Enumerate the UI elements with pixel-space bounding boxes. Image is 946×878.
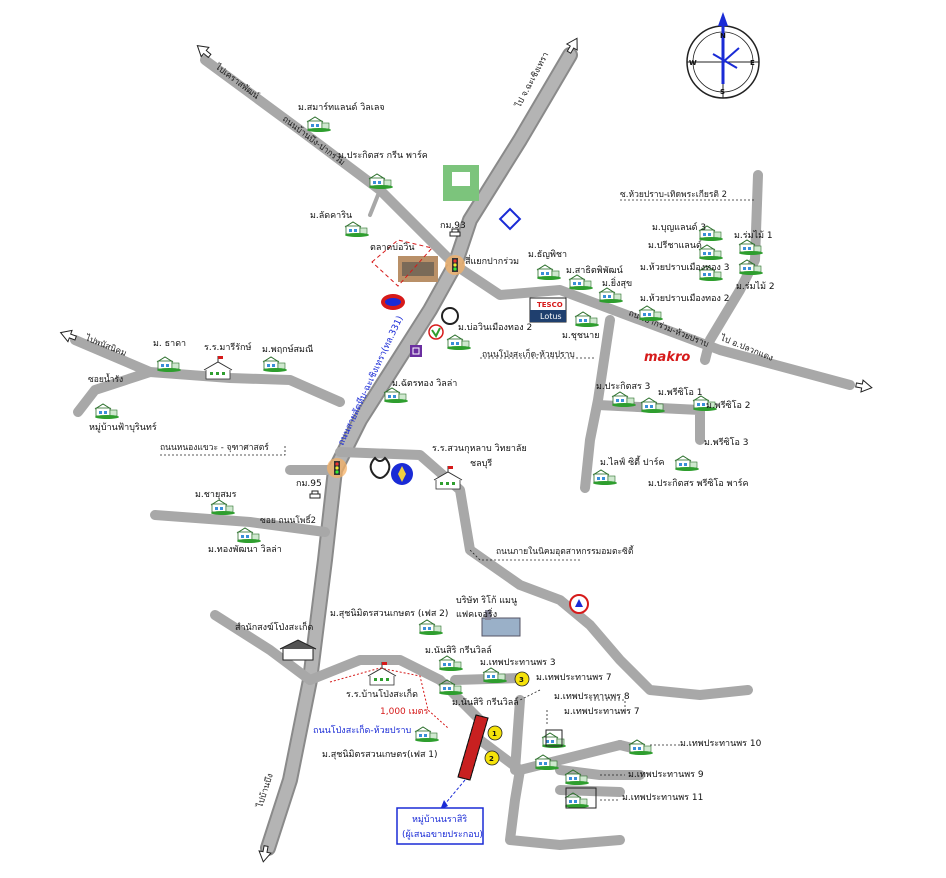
place-ricoh1: บริษัท ริโก้ แมนู — [456, 595, 517, 606]
place-chaiyasom: ม.ชายุสมร — [195, 490, 237, 500]
place-temple-office: สำนักสงฆ์โป่งสะเก็ด — [235, 620, 314, 633]
place-school-suan: ร.ร.สวนกุหลาบ วิทยาลัย — [432, 443, 527, 454]
temple-icon — [279, 639, 317, 661]
purple-logo-icon — [410, 345, 422, 357]
label-to-krasaeng: ไปเคราสพัฒน์ — [212, 61, 261, 102]
place-suchinit-phase2: ม.สุชนิมิตรสวนเกษตร (เฟส 2) — [330, 608, 448, 619]
place-labels: ม.สมาร์ทแลนด์ วิลเลจ ม.ประกิตสร กรีน พาร… — [89, 101, 775, 803]
place-theppra11: ม.เทพประทานพร 11 — [622, 793, 703, 803]
place-talat-ponwin: ตลาดบ่อวิน — [370, 242, 415, 253]
compass-rose: N S E W — [686, 12, 760, 99]
makro-logo: makro — [644, 350, 690, 365]
place-thara: ม. ธาดา — [153, 339, 186, 349]
marker-1-text: 1 — [492, 730, 497, 738]
place-distance: 1,000 เมตร — [380, 707, 428, 717]
north-arrow-icon — [718, 12, 728, 26]
road-nw — [200, 55, 460, 270]
place-theppra9: ม.เทพประทานพร 9 — [628, 770, 704, 780]
label-road-nong-chak: ถนนหนองแขวะ - จุฑาศาสตร์ — [160, 442, 269, 453]
place-pritha-land: ม.ปรีชาแลนด์ — [648, 239, 702, 251]
place-theppra10: ม.เทพประทานพร 10 — [680, 739, 762, 749]
target-name: หมู่บ้านนราสิริ — [412, 814, 467, 825]
place-prakitsorn-green: ม.ประกิตสร กรีน พาร์ค — [338, 149, 428, 161]
label-junction: สี่แยกปากร่วม — [465, 254, 519, 267]
place-mu-ban-fah: หมู่บ้านฟ้าบุรินทร์ — [89, 421, 157, 433]
label-soi-thanon-phon: ซอย ถนนโพธิ์2 — [260, 514, 316, 526]
label-road-pak-ruam: ถนนปากร่วม-ห้วยปราบ — [627, 308, 710, 350]
traffic-light-icon — [445, 255, 465, 275]
marker-2: 2 — [484, 750, 500, 766]
place-chonburi: ชลบุรี — [470, 458, 492, 469]
place-school-marisa: ร.ร.มารีรักษ์ — [204, 341, 252, 353]
place-satit-phiphat: ม.สาธิตพิพัฒน์ — [566, 264, 623, 276]
label-to-ban-bueng: ไปบ้านบึง — [254, 772, 276, 810]
place-prisi1: ม.พรีซิโอ 1 — [658, 387, 703, 398]
target-label-box: หมู่บ้านนราสิริ (ผู้เสนอขายประกอบ) — [396, 807, 484, 845]
target-plot — [439, 714, 489, 811]
place-huai-prab-mueang3: ม.ห้วยปราบเมืองทอง 3 — [640, 262, 730, 273]
place-chatthong: ม.ฉัตรทอง วิลล่า — [392, 378, 457, 389]
place-chutchai: ม.ชุชนาย — [562, 331, 600, 341]
label-soi-huai-prab: ซ.ห้วยปราบ-เทิดพระเกียรติ 2 — [620, 189, 727, 200]
place-nanthiri1: ม.นันสิริ กรีนวิลล์ — [425, 644, 492, 656]
target-note: (ผู้เสนอขายประกอบ) — [402, 829, 483, 840]
km93-marker-icon — [449, 228, 461, 237]
road-east — [450, 260, 855, 390]
marker-3: 3 — [514, 671, 530, 687]
compass-s-label: S — [720, 88, 725, 96]
label-road-pong-sw: ถนนโป่งสะเก็ด-ห้วยปราบ — [313, 723, 412, 736]
label-km95: กม.95 — [296, 479, 322, 489]
km95-marker-icon — [309, 490, 321, 499]
shell-logo-icon — [441, 307, 459, 325]
marker-3-text: 3 — [519, 676, 524, 684]
place-theppra7a: ม.เทพประทานพร 7 — [536, 673, 612, 683]
tesco-text: TESCO — [537, 301, 563, 309]
place-huai-prab-mueang2: ม.ห้วยปราบเมืองทอง 2 — [640, 293, 730, 304]
place-rom-mai2: ม.ร่มไม้ 2 — [736, 281, 775, 292]
place-prakitsorn-prisio: ม.ประกิตสร พรีซิโอ พาร์ค — [648, 477, 748, 489]
place-prakitsorn3: ม.ประกิตสร 3 — [596, 381, 650, 392]
place-theppra8: ม.เทพประทานพร 8 — [554, 692, 630, 702]
compass-w-label: W — [689, 59, 697, 67]
place-ricoh2: แฟคเจอริ่ง — [456, 607, 497, 620]
place-thongphatthana: ม.ทองพัฒนา วิลล่า — [208, 544, 282, 555]
label-soi-nam-rang: ซอยน้ำรัง — [88, 373, 123, 385]
place-lai-city: ม.ไลฟ์ ซิตี้ ปาร์ค — [600, 455, 665, 468]
bank-logo-icon — [498, 207, 522, 231]
place-rom-mai1: ม.ร่มไม้ 1 — [734, 230, 773, 241]
place-yodkhun: ม.ยิ่งสุข — [602, 276, 632, 289]
compass-e-label: E — [750, 59, 755, 67]
temple-logo-icon — [369, 456, 391, 480]
lotus-text: Lotus — [540, 312, 562, 321]
place-nanthiri2: ม.นันสิริ กรีนวิลล์ — [452, 696, 519, 708]
place-bo-win-mueang: ม.บ่อวินเมืองทอง 2 — [458, 322, 532, 333]
place-prisi3: ม.พรีซิโอ 3 — [704, 437, 749, 448]
label-km93: กม.93 — [440, 221, 466, 231]
road-pong — [305, 655, 485, 725]
marker-1: 1 — [487, 725, 503, 741]
label-road-pong-huai: ถนนโป่งสะเก็ด-ห้วยปราบ — [482, 348, 575, 360]
distance-route — [329, 667, 449, 729]
school-icon — [367, 661, 397, 686]
place-smart-land: ม.สมาร์ทแลนด์ วิลเลจ — [298, 101, 385, 113]
traffic-light-icon — [327, 458, 347, 478]
place-suchinit-phase1: ม.สุชนิมิตรสวนเกษตร(เฟส 1) — [322, 749, 438, 760]
place-prisi2: ม.พรีซิโอ 2 — [706, 400, 751, 411]
factory-icon — [481, 617, 521, 637]
marker-2-text: 2 — [489, 755, 494, 763]
place-thanya-phisut: ม.ธัญพิชา — [528, 249, 567, 260]
place-bun-land: ม.บุญแลนด์ 3 — [652, 221, 706, 233]
place-theppra3: ม.เทพประทานพร 3 — [480, 658, 556, 668]
compass-n-label: N — [720, 32, 726, 40]
place-theppra7b: ม.เทพประทานพร 7 — [564, 707, 640, 717]
place-lat-krabin: ม.ลัดคาริน — [310, 210, 352, 221]
label-road-industrial: ถนนภายในนิคมอุตสาหกรรมอมตะซิตี้ — [496, 545, 634, 557]
school-icon — [203, 355, 233, 380]
place-school-pong: ร.ร.บ้านโป่งสะเก็ด — [346, 687, 418, 700]
place-pruksa: ม.พฤกษ์สมณี — [262, 343, 313, 355]
